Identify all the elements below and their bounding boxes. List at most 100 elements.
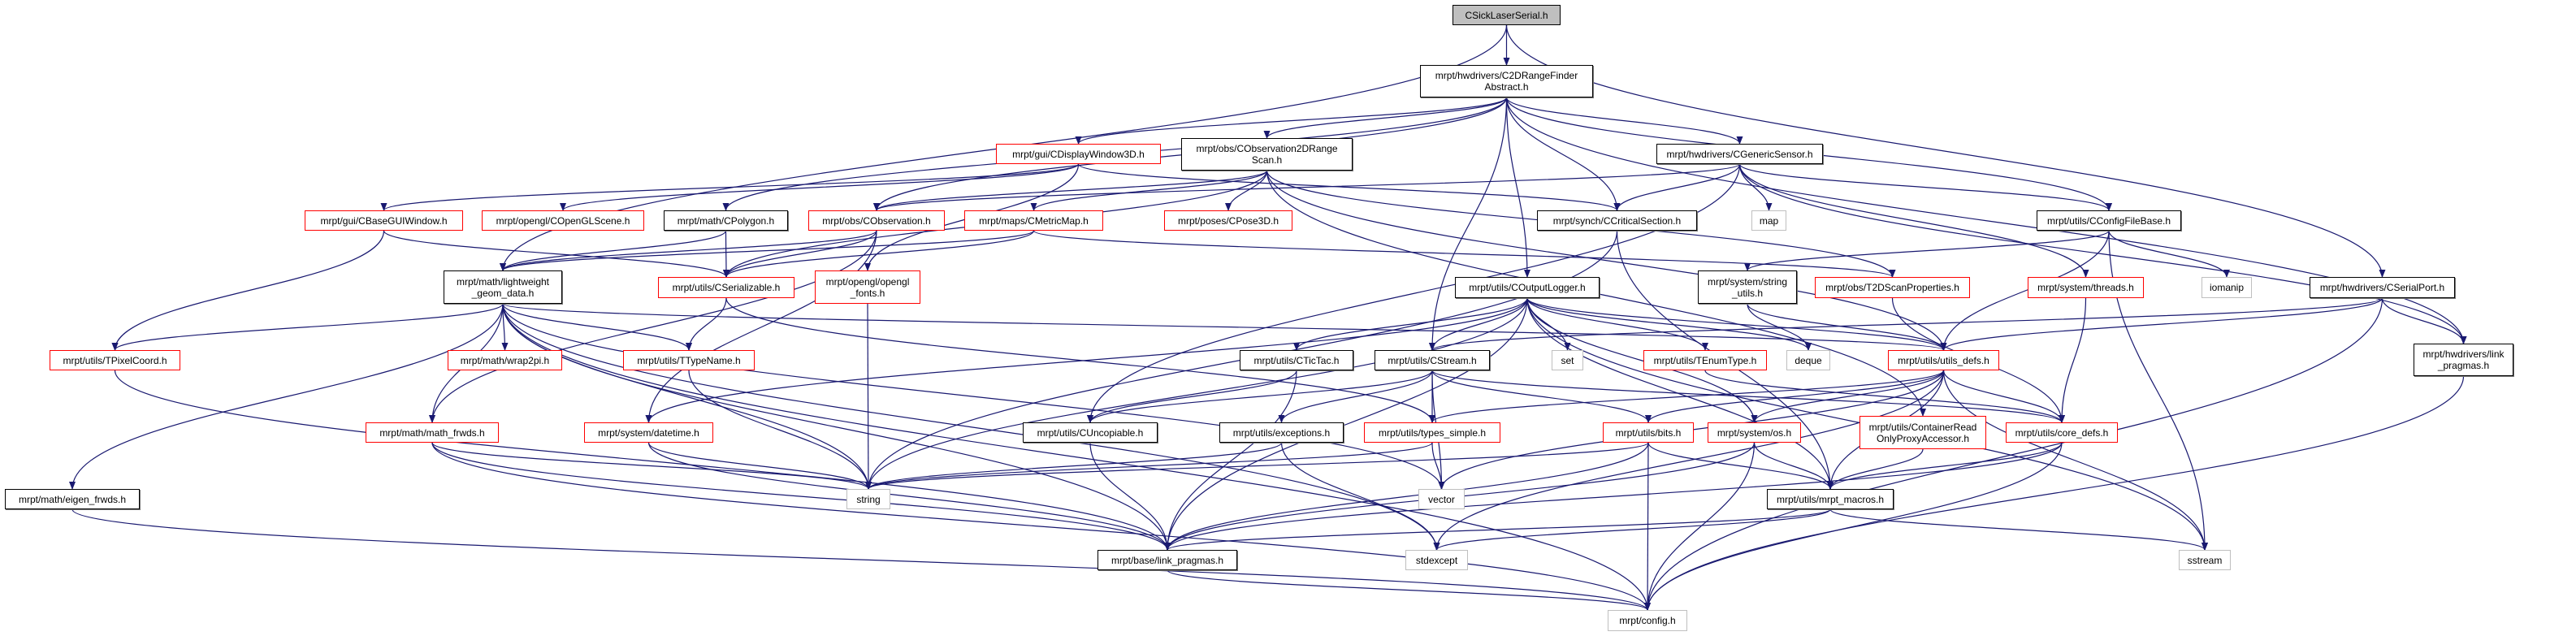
edge-outlogger-to-set	[1526, 297, 1571, 351]
node-polygon[interactable]: mrpt/math/CPolygon.h	[664, 210, 788, 231]
node-obs2d[interactable]: mrpt/obs/CObservation2DRange Scan.h	[1181, 138, 1353, 171]
edge-obs2d-to-obs	[873, 170, 1268, 211]
node-t2dscan[interactable]: mrpt/obs/T2DScanProperties.h	[1815, 277, 1970, 298]
edge-polygon-to-lwgeom	[500, 230, 727, 271]
edge-obs-to-datetime	[645, 230, 877, 423]
node-uncopiable[interactable]: mrpt/utils/CUncopiable.h	[1023, 422, 1158, 443]
node-stdexcept[interactable]: stdexcept	[1405, 550, 1468, 570]
node-serializable[interactable]: mrpt/utils/CSerializable.h	[658, 277, 794, 298]
edge-cfgfile-to-utilsdefs	[1940, 230, 2110, 351]
node-pixcoord[interactable]: mrpt/utils/TPixelCoord.h	[50, 350, 180, 370]
node-cfgfile[interactable]: mrpt/utils/CConfigFileBase.h	[2037, 210, 2181, 231]
node-sysos[interactable]: mrpt/system/os.h	[1708, 422, 1801, 443]
edge-baseGUI-to-serializable	[383, 230, 730, 278]
node-critsec[interactable]: mrpt/synch/CCriticalSection.h	[1537, 210, 1697, 231]
edge-bits-to-config	[1644, 442, 1652, 611]
edge-bits-to-string	[865, 442, 1649, 490]
node-tictac[interactable]: mrpt/utils/CTicTac.h	[1240, 350, 1353, 370]
edge-macros-to-stdexcept	[1433, 508, 1831, 551]
node-disp3d[interactable]: mrpt/gui/CDisplayWindow3D.h	[996, 144, 1161, 164]
edge-serialport-to-utilsdefs	[1940, 297, 2383, 351]
edge-utilsdefs-to-bits	[1645, 370, 1945, 423]
edge-lwgeom-to-vector	[502, 303, 1445, 490]
edge-disp3d-to-critsec	[1077, 163, 1621, 211]
node-strutils[interactable]: mrpt/system/string _utils.h	[1698, 270, 1797, 304]
edge-lwgeom-to-string	[502, 303, 872, 490]
node-baseGUI[interactable]: mrpt/gui/CBaseGUIWindow.h	[305, 210, 463, 231]
edge-gensens-to-uncopiable	[1087, 163, 1741, 423]
node-wrap2pi[interactable]: mrpt/math/wrap2pi.h	[448, 350, 562, 370]
edge-coredefs-to-macros	[1827, 442, 2063, 490]
node-baselink[interactable]: mrpt/base/link_pragmas.h	[1098, 550, 1237, 570]
node-enumtype[interactable]: mrpt/utils/TEnumType.h	[1643, 350, 1767, 370]
node-outlogger[interactable]: mrpt/utils/COutputLogger.h	[1455, 277, 1600, 298]
node-sstream[interactable]: sstream	[2179, 550, 2231, 570]
edge-cstream-to-exceptions	[1278, 370, 1433, 423]
node-iomanip[interactable]: iomanip	[2202, 277, 2252, 298]
edge-datetime-to-string	[647, 442, 872, 490]
node-eigenfrwds[interactable]: mrpt/math/eigen_frwds.h	[5, 489, 140, 509]
edge-tictac-to-baselink	[1164, 370, 1297, 551]
edge-utilsdefs-to-sstream	[1942, 370, 2208, 551]
node-gensens[interactable]: mrpt/hwdrivers/CGenericSensor.h	[1656, 144, 1823, 164]
node-lwgeom[interactable]: mrpt/math/lightweight _geom_data.h	[444, 270, 562, 304]
edge-polygon-to-serializable	[722, 230, 730, 278]
edge-obs2d-to-pose3d	[1225, 170, 1268, 211]
node-metricmap[interactable]: mrpt/maps/CMetricMap.h	[964, 210, 1103, 231]
edge-baseGUI-to-pixcoord	[111, 230, 385, 351]
edge-enumtype-to-coredefs	[1704, 370, 2065, 423]
node-coredefs[interactable]: mrpt/utils/core_defs.h	[2006, 422, 2118, 443]
edge-lwgeom-to-eigenfrwds	[69, 303, 504, 490]
node-deque[interactable]: deque	[1786, 350, 1830, 370]
edge-outlogger-to-utilsdefs	[1526, 297, 1947, 351]
edge-exceptions-to-stdexcept	[1280, 442, 1440, 551]
node-exceptions[interactable]: mrpt/utils/exceptions.h	[1219, 422, 1344, 443]
node-cstream[interactable]: mrpt/utils/CStream.h	[1375, 350, 1490, 370]
edge-outlogger-to-baselink	[1164, 297, 1528, 551]
node-vector[interactable]: vector	[1418, 489, 1465, 509]
node-map[interactable]: map	[1751, 210, 1786, 231]
edge-lwgeom-to-pixcoord	[111, 303, 504, 351]
node-glscene[interactable]: mrpt/opengl/COpenGLScene.h	[482, 210, 644, 231]
node-datetime[interactable]: mrpt/system/datetime.h	[584, 422, 713, 443]
edge-mathfrwds-to-config	[431, 442, 1651, 611]
edge-c2d-to-disp3d	[1075, 97, 1508, 145]
node-bits[interactable]: mrpt/utils/bits.h	[1603, 422, 1694, 443]
edge-strutils-to-utilsdefs	[1747, 303, 1947, 351]
edge-obs-to-lwgeom	[500, 230, 877, 271]
edge-threads-to-coredefs	[2059, 297, 2087, 423]
edge-outlogger-to-datetime	[645, 297, 1528, 423]
node-hwlink[interactable]: mrpt/hwdrivers/link _pragmas.h	[2414, 344, 2513, 376]
edge-bits-to-macros	[1647, 442, 1834, 490]
node-typessimple[interactable]: mrpt/utils/types_simple.h	[1364, 422, 1500, 443]
edge-metricmap-to-lwgeom	[500, 230, 1035, 271]
edge-eigenfrwds-to-config	[71, 508, 1651, 611]
node-set[interactable]: set	[1552, 350, 1583, 370]
node-pose3d[interactable]: mrpt/poses/CPose3D.h	[1164, 210, 1292, 231]
node-threads[interactable]: mrpt/system/threads.h	[2028, 277, 2144, 298]
edge-obs2d-to-utilsdefs	[1266, 170, 1947, 351]
node-macros[interactable]: mrpt/utils/mrpt_macros.h	[1767, 489, 1894, 509]
node-utilsdefs[interactable]: mrpt/utils/utils_defs.h	[1888, 350, 1999, 370]
edge-gensens-to-hwlink	[1738, 163, 2467, 344]
node-obs[interactable]: mrpt/obs/CObservation.h	[808, 210, 945, 231]
edge-sysos-to-config	[1644, 442, 1756, 611]
edge-hwlink-to-config	[1644, 375, 2465, 611]
edge-mathfrwds-to-baselink	[431, 442, 1171, 551]
edge-obs2d-to-metricmap	[1030, 170, 1268, 211]
node-mathfrwds[interactable]: mrpt/math/math_frwds.h	[366, 422, 499, 443]
node-serialport[interactable]: mrpt/hwdrivers/CSerialPort.h	[2310, 277, 2455, 298]
edge-lwgeom-to-baselink	[502, 303, 1171, 551]
node-root[interactable]: CSickLaserSerial.h	[1453, 5, 1561, 25]
node-c2d[interactable]: mrpt/hwdrivers/C2DRangeFinder Abstract.h	[1420, 65, 1593, 97]
edge-c2d-to-cstream	[1429, 97, 1508, 351]
edge-strutils-to-deque	[1747, 303, 1812, 351]
edge-serialport-to-hwlink	[2381, 297, 2467, 344]
node-proxy[interactable]: mrpt/utils/ContainerRead OnlyProxyAccess…	[1859, 416, 1986, 449]
node-glfonts[interactable]: mrpt/opengl/opengl _fonts.h	[815, 270, 920, 304]
edge-disp3d-to-baseGUI	[380, 163, 1080, 211]
node-config[interactable]: mrpt/config.h	[1608, 610, 1687, 631]
edge-lwgeom-to-config	[502, 303, 1651, 611]
node-string[interactable]: string	[846, 489, 890, 509]
node-typename[interactable]: mrpt/utils/TTypeName.h	[623, 350, 755, 370]
